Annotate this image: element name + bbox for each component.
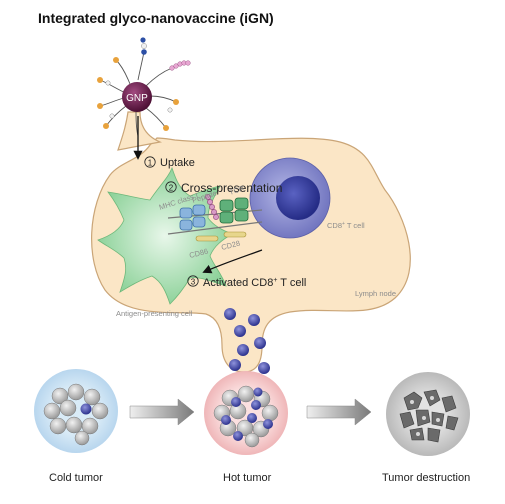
cd28-bar	[223, 231, 247, 238]
cd8-cell-label-tail: T cell	[345, 221, 365, 230]
activation-arrow	[202, 249, 263, 274]
mhc-block	[179, 219, 193, 231]
receptor-complex	[167, 194, 263, 242]
cd8-t-cell	[249, 157, 331, 239]
tcr-block	[219, 211, 234, 224]
mhc-block	[179, 207, 193, 219]
cd8-cell-label-main: CD8	[327, 221, 342, 230]
apc-label: Antigen-presenting cell	[116, 309, 193, 318]
step-1-badge	[144, 156, 156, 168]
cold-tumor	[34, 369, 118, 453]
progression-arrow	[306, 398, 372, 426]
step-1-text: Uptake	[160, 157, 195, 169]
destroyed-tumor	[386, 372, 470, 456]
gnp-nanoparticle	[97, 37, 191, 137]
tcr-block	[219, 199, 234, 212]
hot-tumor-caption: Hot tumor	[223, 472, 272, 484]
ligand-pink-chain	[169, 60, 191, 71]
step-3-number: 3	[191, 278, 196, 287]
lymph-node-label: Lymph node	[355, 289, 396, 298]
t-cell-nucleus	[276, 176, 320, 220]
cd86-bar	[195, 235, 219, 242]
cd8-cell-label: CD8+ T cell	[327, 221, 365, 230]
step-3-text-tail: T cell	[277, 277, 306, 289]
step-3-badge	[187, 275, 199, 287]
peptide-chain	[205, 194, 219, 220]
tumor-destruction-caption: Tumor destruction	[382, 472, 471, 484]
mhc-block	[192, 204, 206, 216]
progression-arrow	[129, 398, 195, 426]
step-3-text-sup: +	[273, 277, 277, 284]
step-2-number: 2	[169, 184, 174, 193]
hot-tumor	[204, 371, 288, 455]
cd8-cell-label-sup: +	[342, 221, 345, 227]
gnp-label: GNP	[126, 93, 148, 104]
step-3-text: Activated CD8+ T cell	[203, 277, 306, 289]
tcr-block	[234, 197, 249, 210]
ligand-blue-chain	[140, 37, 147, 55]
migrating-t-cells	[224, 308, 270, 374]
step-2-text: Cross-presentation	[181, 181, 282, 195]
tcr-block	[234, 209, 249, 222]
step-2-badge	[165, 181, 177, 193]
step-1-number: 1	[148, 159, 153, 168]
lymph-node-inlet	[117, 111, 163, 151]
ligand-heads	[97, 57, 179, 131]
antigen-presenting-cell	[97, 166, 233, 305]
step-3-text-main: Activated CD8	[203, 277, 273, 289]
figure-title: Integrated glyco-nanovaccine (iGN)	[38, 10, 274, 26]
mhc-block	[192, 216, 206, 228]
cold-tumor-caption: Cold tumor	[49, 472, 103, 484]
